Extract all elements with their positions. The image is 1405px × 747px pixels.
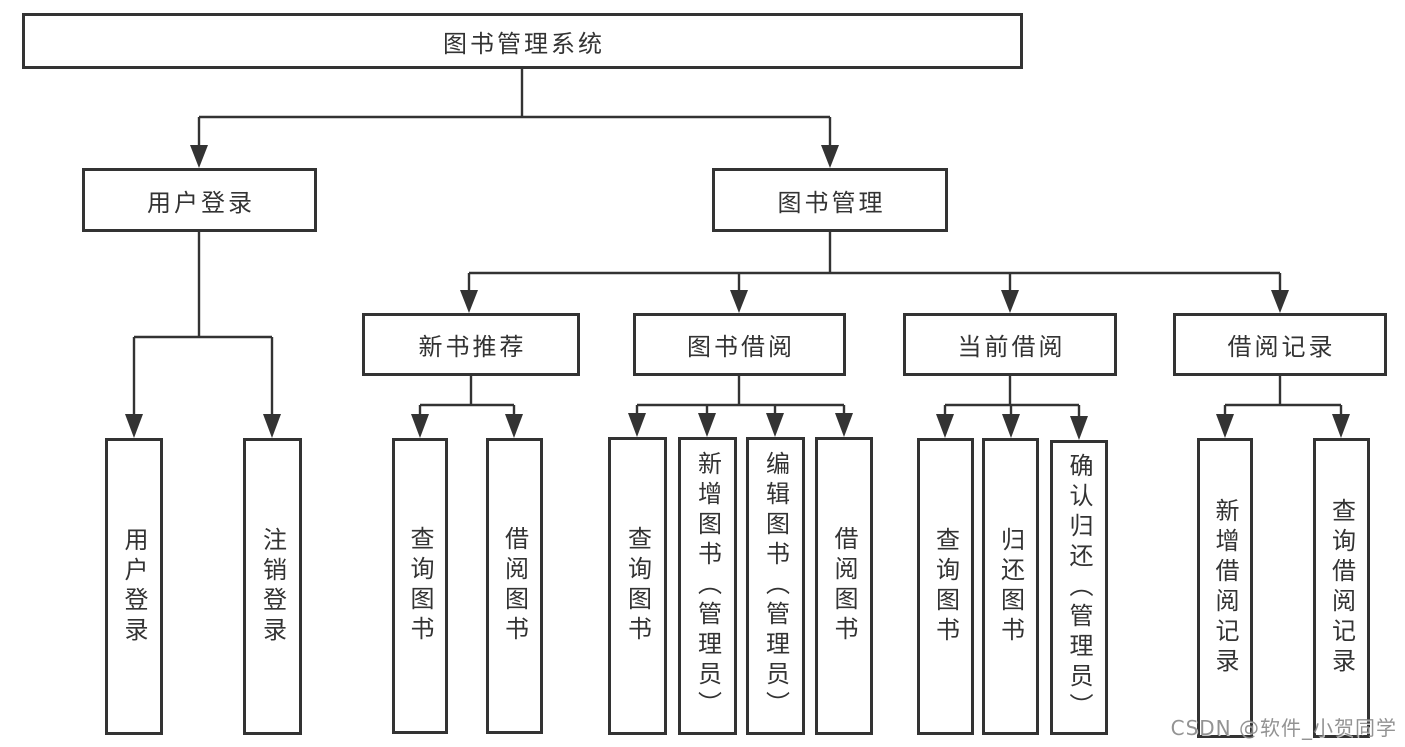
arrowheads [125,145,1350,440]
node-borrowing-records-label: 借阅记录 [1227,333,1336,361]
leaf-add-book-admin: 新增图书（管理员） [678,437,737,735]
leaf-add-book-admin-label: 新增图书（管理员） [693,451,722,721]
leaf-return-book: 归还图书 [982,438,1039,735]
node-current-borrowing-label: 当前借阅 [957,333,1066,361]
node-user-login-label: 用户登录 [147,188,255,217]
leaf-user-login: 用户登录 [105,438,163,735]
leaf-query-borrow-record-label: 查询借阅记录 [1327,498,1356,678]
connector-paths [132,69,1343,419]
leaf-query-book-2-label: 查询图书 [623,526,652,646]
leaf-return-book-label: 归还图书 [996,526,1025,647]
leaf-add-borrow-record-label: 新增借阅记录 [1211,498,1239,678]
leaf-confirm-return-admin-label: 确认归还（管理员） [1065,452,1093,723]
leaf-query-book-3: 查询图书 [917,438,974,735]
leaf-edit-book-admin-label: 编辑图书（管理员） [761,451,790,721]
leaf-query-book-1-label: 查询图书 [406,526,434,646]
leaf-borrow-book-1: 借阅图书 [486,438,543,734]
leaf-add-borrow-record: 新增借阅记录 [1197,438,1253,738]
node-user-login: 用户登录 [82,168,317,232]
leaf-borrow-book-2: 借阅图书 [815,437,873,735]
node-current-borrowing: 当前借阅 [903,313,1117,376]
node-new-book-recommend: 新书推荐 [362,313,580,376]
node-book-management: 图书管理 [712,168,948,232]
node-borrowing-records: 借阅记录 [1173,313,1387,376]
leaf-logout-label: 注销登录 [258,526,287,647]
leaf-borrow-book-2-label: 借阅图书 [830,526,858,646]
leaf-edit-book-admin: 编辑图书（管理员） [746,437,805,735]
node-root-label: 图书管理系统 [443,29,605,58]
leaf-borrow-book-1-label: 借阅图书 [500,526,529,646]
node-new-book-recommend-label: 新书推荐 [418,333,527,361]
node-book-borrowing: 图书借阅 [633,313,846,376]
leaf-query-book-2: 查询图书 [608,437,667,735]
node-book-borrowing-label: 图书借阅 [687,333,795,361]
leaf-query-book-1: 查询图书 [392,438,448,734]
watermark: CSDN @软件_小贺同学 [1170,716,1397,740]
leaf-query-borrow-record: 查询借阅记录 [1313,438,1370,738]
leaf-logout: 注销登录 [243,438,302,735]
node-root: 图书管理系统 [22,13,1023,69]
leaf-confirm-return-admin: 确认归还（管理员） [1050,440,1108,735]
leaf-query-book-3-label: 查询图书 [931,526,960,647]
leaf-user-login-label: 用户登录 [120,526,148,647]
node-book-management-label: 图书管理 [777,188,886,217]
